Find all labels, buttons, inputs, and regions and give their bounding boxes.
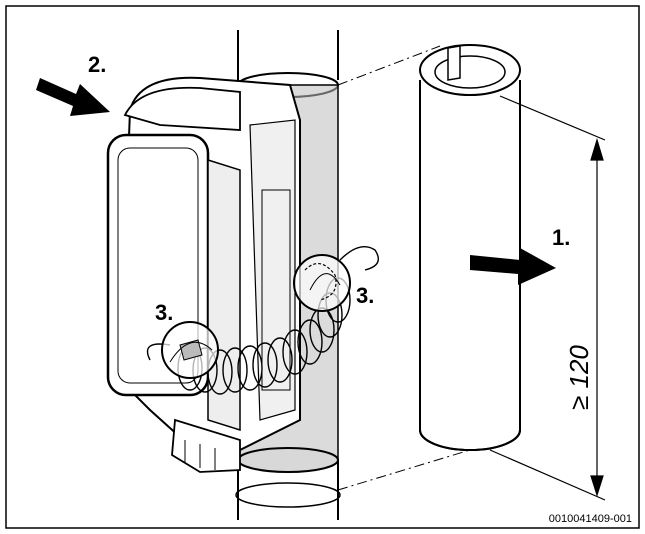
detail-circle-left — [161, 321, 219, 379]
step-2-label: 2. — [88, 52, 106, 77]
step-3-label-left: 3. — [155, 300, 173, 325]
step-3-label-right: 3. — [356, 283, 374, 308]
dimension-120 — [489, 95, 606, 501]
mounting-spring — [146, 246, 379, 395]
figure-id: 0010041409-001 — [549, 513, 632, 525]
dimension-arrow-top-icon — [590, 137, 604, 161]
dimension-arrow-bottom-icon — [590, 475, 604, 497]
projection-lines — [337, 45, 471, 491]
dimension-label: ≥ 120 — [564, 345, 594, 410]
arrow-down-right-icon — [36, 78, 110, 116]
detail-circle-right — [293, 254, 351, 312]
step-1-label: 1. — [552, 225, 570, 250]
insulation-tube — [419, 44, 521, 451]
arrow-right-icon — [470, 248, 556, 285]
